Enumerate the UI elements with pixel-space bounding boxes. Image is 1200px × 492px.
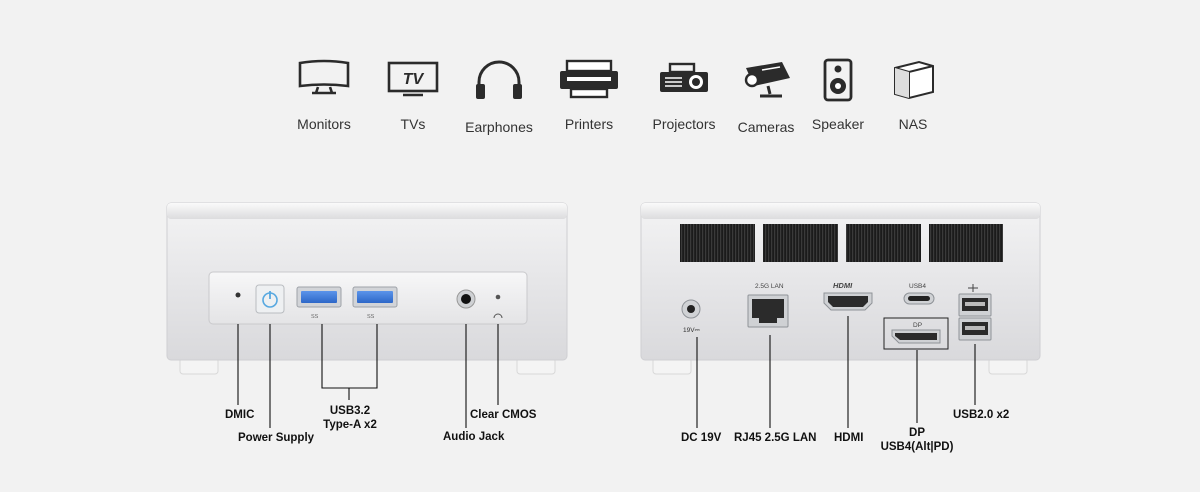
headphones-icon [476,60,522,99]
rear-vent-4 [929,224,1003,262]
displayport-port: DP [883,317,949,350]
clear-cmos-hole [495,294,501,300]
device-cameras: Cameras [721,58,811,135]
rj45-lan-port: 2.5G LAN [747,283,789,328]
device-label: Printers [564,116,614,132]
hdmi-port-mark: HDMI [833,281,853,290]
projector-icon [660,62,708,92]
usb2-ports [958,284,992,341]
power-button[interactable] [255,284,285,314]
device-label: Earphones [465,119,533,135]
label-usb32-line2: Type-A x2 [323,419,377,431]
usb4-port-mark: USB4 [909,283,926,290]
device-label: TVs [400,116,426,132]
label-dmic: DMIC [225,409,255,421]
usb-a-port-2: SS [352,286,398,320]
device-speaker: Speaker [793,58,883,132]
monitor-icon [298,59,350,95]
tv-icon-text: TV [403,71,425,88]
device-label: Projectors [652,116,716,132]
device-label: Cameras [737,119,795,135]
dmic-hole [235,292,241,298]
label-dp-line1: DP [909,427,925,439]
label-usb32: USB3.2 Type-A x2 [323,404,377,432]
device-label: Speaker [811,116,865,132]
label-dp-usb4: DP USB4(Alt|PD) [881,426,954,454]
device-projectors: Projectors [639,58,729,132]
compatible-devices-row: Monitors TV TVs Earphones Printers [0,0,1200,150]
usb-port-mark: SS [367,314,375,320]
rear-callout-lines [696,316,976,428]
device-label: NAS [898,116,928,132]
lan-port-mark: 2.5G LAN [755,283,784,290]
label-audio-jack: Audio Jack [443,431,505,443]
tv-icon: TV [387,61,439,97]
label-hdmi: HDMI [834,432,864,444]
device-tvs: TV TVs [368,58,458,132]
usb-a-port-1: SS [296,286,342,320]
rear-vent-2 [763,224,838,262]
device-monitors: Monitors [279,58,369,132]
device-printers: Printers [544,58,634,132]
audio-jack [456,289,476,309]
rear-vent-1 [680,224,755,262]
front-callout-lines [237,324,499,428]
label-dc-19v: DC 19V [681,432,722,444]
device-label: Monitors [297,116,351,132]
printer-icon [560,59,618,99]
usb4-port: USB4 [903,283,935,305]
speaker-icon [823,58,853,102]
dc-jack: 19V⎓ [681,299,701,334]
device-nas: NAS [868,58,958,132]
usb-port-mark: SS [311,314,319,320]
dc-port-mark: 19V⎓ [683,327,700,334]
camera-icon [744,62,790,98]
hdmi-port: HDMI [823,281,873,311]
label-usb2: USB2.0 x2 [953,409,1010,421]
nas-icon [894,60,934,100]
label-clear-cmos: Clear CMOS [470,409,537,421]
label-dp-line2: USB4(Alt|PD) [880,441,954,453]
rear-vent-3 [846,224,921,262]
device-earphones: Earphones [454,58,544,135]
rear-panel-unit: 19V⎓ 2.5G LAN HDMI USB4 DP [640,202,1041,428]
front-panel-unit: SS SS [166,202,568,428]
label-rj45-lan: RJ45 2.5G LAN [734,432,817,444]
label-usb32-line1: USB3.2 [329,405,371,417]
label-power-supply: Power Supply [238,432,315,444]
dp-port-mark: DP [913,322,922,329]
